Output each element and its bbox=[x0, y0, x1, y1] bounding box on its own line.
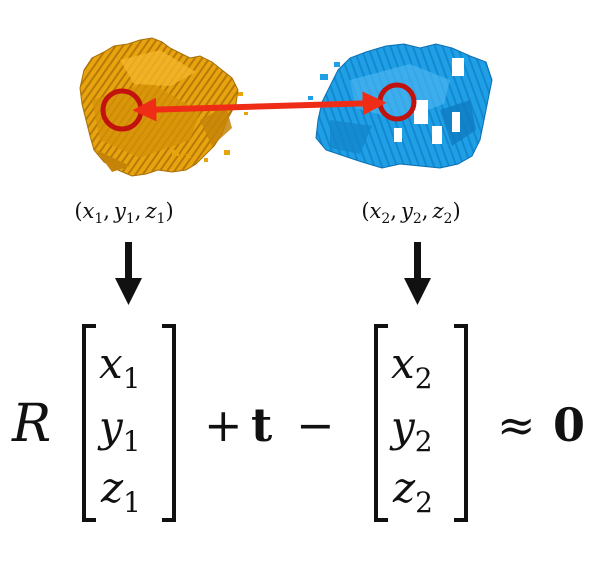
vector2-entry-x: x2 bbox=[391, 339, 433, 395]
vector2-entry-z: z2 bbox=[392, 463, 433, 519]
vector1-entry-y: y1 bbox=[97, 402, 141, 458]
translation-symbol: t bbox=[251, 398, 273, 452]
down-arrow-right bbox=[404, 242, 431, 305]
correspondence-arrow bbox=[132, 91, 387, 122]
point-label-right: (x2,y2,z2) bbox=[361, 199, 460, 227]
plus-sign: + bbox=[204, 398, 243, 452]
vector2-bracket-left bbox=[374, 324, 388, 522]
vector2-entry-y: y2 bbox=[389, 402, 433, 458]
rotation-symbol: R bbox=[11, 394, 51, 454]
zero-vector: 0 bbox=[553, 398, 585, 452]
minus-sign: − bbox=[296, 398, 335, 452]
rigid-transform-equation: R x1 y1 z1 + t − x2 y2 z2 ≈ 0 bbox=[11, 324, 585, 522]
vector1-bracket-right bbox=[162, 324, 176, 522]
vector1-entry-z: z1 bbox=[100, 463, 141, 519]
point-label-left: (x1,y1,z1) bbox=[74, 199, 173, 227]
vector2-bracket-right bbox=[454, 324, 468, 522]
vector1-bracket-left bbox=[82, 324, 96, 522]
down-arrow-left bbox=[115, 242, 142, 305]
vector1-entry-x: x1 bbox=[99, 339, 141, 395]
approx-sign: ≈ bbox=[497, 398, 536, 452]
